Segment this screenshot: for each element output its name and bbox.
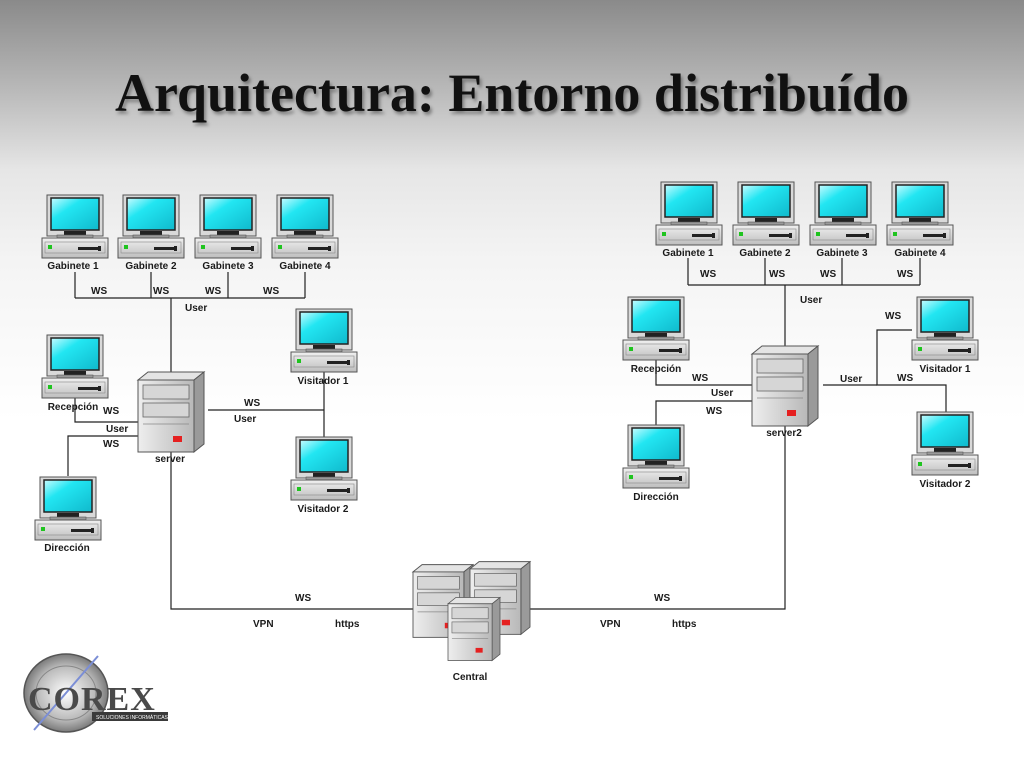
logo-wordmark: COREX [28, 681, 156, 718]
workstation-icon [809, 181, 877, 246]
workstation-icon [732, 181, 800, 246]
server-tower-icon [447, 597, 501, 661]
node-label-gabinete-3: Gabinete 3 [202, 261, 254, 272]
workstation-icon [41, 194, 109, 259]
node-label-visitador-2: Visitador 2 [298, 504, 349, 515]
link-label-user: User [234, 414, 256, 425]
link-label-ws: WS [885, 311, 901, 322]
node-label-direccion: Dirección [633, 492, 679, 503]
link-label-https: https [335, 619, 360, 630]
workstation-icon [622, 296, 690, 361]
link-label-vpn: VPN [600, 619, 621, 630]
workstation-icon [117, 194, 185, 259]
node-label-gabinete-2: Gabinete 2 [125, 261, 177, 272]
link-direccion [67, 435, 138, 476]
link-label-ws: WS [103, 439, 119, 450]
logo-tagline: SOLUCIONES INFORMÁTICAS [96, 714, 169, 721]
workstation-icon [271, 194, 339, 259]
link-label-ws: WS [692, 373, 708, 384]
server-tower-icon [751, 345, 819, 427]
node-label-gabinete-4: Gabinete 4 [894, 248, 946, 259]
link-server2-central [528, 425, 786, 610]
node-label-gabinete-2: Gabinete 2 [739, 248, 791, 259]
link-label-user: User [800, 295, 822, 306]
workstation-icon [41, 334, 109, 399]
node-label-gabinete-3: Gabinete 3 [816, 248, 868, 259]
node-label-gabinete-1: Gabinete 1 [662, 248, 714, 259]
server-tower-icon [137, 371, 205, 453]
node-label-server2: server2 [766, 428, 802, 439]
link-label-https: https [672, 619, 697, 630]
node-label-gabinete-4: Gabinete 4 [279, 261, 331, 272]
node-label-visitador-1: Visitador 1 [298, 376, 349, 387]
workstation-icon [290, 308, 358, 373]
node-label-recepcion: Recepción [631, 364, 682, 375]
link-label-ws: WS [91, 286, 107, 297]
link-label-ws: WS [769, 269, 785, 280]
slide-title: Arquitectura: Entorno distribuído [114, 63, 910, 123]
node-label-direccion: Dirección [44, 543, 90, 554]
link-label-ws: WS [654, 593, 670, 604]
link-visitadores [876, 329, 947, 412]
link-server-central [170, 448, 414, 610]
link-label-ws: WS [205, 286, 221, 297]
server-cluster-icon [412, 561, 531, 661]
link-label-ws: WS [103, 406, 119, 417]
link-label-ws: WS [700, 269, 716, 280]
workstation-icon [886, 181, 954, 246]
left-site: WS WS WS WS User WS User WS WS User WS V… [34, 194, 414, 630]
link-label-ws: WS [820, 269, 836, 280]
workstation-icon [622, 424, 690, 489]
link-label-ws: WS [153, 286, 169, 297]
node-label-visitador-2: Visitador 2 [920, 479, 971, 490]
node-label-recepcion: Recepción [48, 402, 99, 413]
link-label-ws: WS [897, 373, 913, 384]
node-label-central: Central [453, 672, 488, 683]
workstation-icon [194, 194, 262, 259]
node-label-server: server [155, 454, 185, 465]
workstation-icon [34, 476, 102, 541]
link-label-user: User [840, 374, 862, 385]
link-label-ws: WS [706, 406, 722, 417]
link-label-ws: WS [263, 286, 279, 297]
link-recepcion [655, 360, 754, 386]
link-label-user: User [711, 388, 733, 399]
link-label-ws: WS [295, 593, 311, 604]
node-label-gabinete-1: Gabinete 1 [47, 261, 99, 272]
link-recepcion [74, 398, 138, 423]
link-label-ws: WS [244, 398, 260, 409]
link-label-user: User [106, 424, 128, 435]
workstation-icon [911, 296, 979, 361]
corex-logo-icon: COREX SOLUCIONES INFORMÁTICAS [23, 653, 169, 733]
link-label-user: User [185, 303, 207, 314]
right-site: WS WS WS WS User WS User WS User WS WS W… [528, 181, 979, 630]
node-label-visitador-1: Visitador 1 [920, 364, 971, 375]
link-direccion [655, 400, 754, 425]
workstation-icon [911, 411, 979, 476]
link-label-ws: WS [897, 269, 913, 280]
link-label-vpn: VPN [253, 619, 274, 630]
workstation-icon [290, 436, 358, 501]
workstation-icon [655, 181, 723, 246]
